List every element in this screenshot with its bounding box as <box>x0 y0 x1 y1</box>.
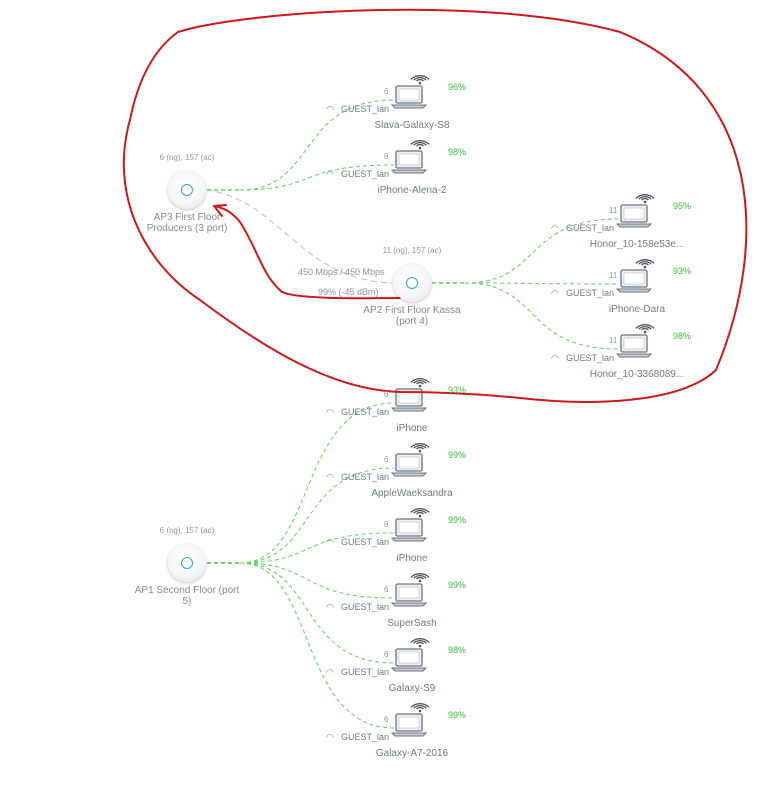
access-point-icon[interactable] <box>393 264 431 302</box>
laptop-wifi-icon[interactable] <box>390 508 430 542</box>
client-ssid-label: GUEST_lan <box>566 353 615 363</box>
client-name-label[interactable]: iPhone <box>396 423 428 434</box>
client-channel-label: 6 <box>384 585 389 594</box>
ap-channel-label: 11 (ng), 157 (ac) <box>382 246 442 255</box>
ssid-wifi-icon: ◠ <box>326 537 334 547</box>
ap-channel-label: 6 (ng), 157 (ac) <box>159 526 215 535</box>
client-channel-label: 6 <box>384 152 389 161</box>
client-ssid-label: GUEST_lan <box>341 104 390 114</box>
uplink-signal-label: 99% (-45 dBm) <box>318 287 379 297</box>
client-channel-label: 11 <box>609 336 618 345</box>
access-point-icon[interactable] <box>168 544 206 582</box>
client-link-line <box>464 218 620 284</box>
ap-name-label[interactable]: AP3 First Floor Producers (3 port) <box>146 212 228 234</box>
client-ssid-label: GUEST_lan <box>341 407 390 417</box>
client-signal-label: 99% <box>448 580 467 590</box>
client-ssid-label: GUEST_lan <box>341 169 390 179</box>
laptop-wifi-icon[interactable] <box>615 259 655 293</box>
client-channel-label: 6 <box>384 390 389 399</box>
ssid-wifi-icon: ◠ <box>551 353 559 363</box>
ap-channel-label: 6 (ng), 157 (ac) <box>159 153 215 162</box>
laptop-wifi-icon[interactable] <box>390 443 430 477</box>
annotation-arrowhead <box>213 204 227 217</box>
client-ssid-label: GUEST_lan <box>341 472 390 482</box>
client-channel-label: 6 <box>384 650 389 659</box>
laptop-wifi-icon[interactable] <box>390 638 430 672</box>
client-link-line <box>464 282 620 285</box>
client-channel-label: 6 <box>384 87 389 96</box>
client-link-line <box>239 532 395 564</box>
client-name-label[interactable]: Honor_10-158e53e... <box>589 239 685 250</box>
client-signal-label: 95% <box>673 201 692 211</box>
client-ssid-label: GUEST_lan <box>341 667 390 677</box>
client-ssid-label: GUEST_lan <box>341 537 390 547</box>
ssid-wifi-icon: ◠ <box>326 104 334 114</box>
client-name-label[interactable]: AppleWaeksandra <box>371 488 453 499</box>
client-channel-label: 11 <box>609 206 618 215</box>
ssid-wifi-icon: ◠ <box>551 288 559 298</box>
ssid-wifi-icon: ◠ <box>326 407 334 417</box>
client-link-line <box>239 562 395 729</box>
client-ssid-label: GUEST_lan <box>566 288 615 298</box>
ssid-wifi-icon: ◠ <box>326 667 334 677</box>
client-ssid-label: GUEST_lan <box>566 223 615 233</box>
laptop-wifi-icon[interactable] <box>390 75 430 109</box>
client-signal-label: 99% <box>448 515 467 525</box>
client-signal-label: 98% <box>448 147 467 157</box>
client-name-label[interactable]: Galaxy-A7-2016 <box>375 748 449 759</box>
ssid-wifi-icon: ◠ <box>326 732 334 742</box>
ssid-wifi-icon: ◠ <box>551 223 559 233</box>
client-name-label[interactable]: Slava-Galaxy-S8 <box>374 120 450 131</box>
laptop-wifi-icon[interactable] <box>390 703 430 737</box>
client-channel-label: 11 <box>609 271 618 280</box>
annotation-arrow <box>213 205 401 300</box>
client-link-line <box>239 562 395 664</box>
client-link-line <box>239 402 395 564</box>
laptop-wifi-icon[interactable] <box>615 324 655 358</box>
uplink-rate-label: 450 Mbps / 450 Mbps <box>298 267 385 277</box>
client-link-line <box>239 164 395 191</box>
client-name-label[interactable]: iPhone-Dara <box>608 304 666 315</box>
client-signal-label: 96% <box>448 82 467 92</box>
client-signal-label: 99% <box>448 450 467 460</box>
laptop-wifi-icon[interactable] <box>615 194 655 228</box>
annotation-circle <box>122 8 748 403</box>
ssid-wifi-icon: ◠ <box>326 472 334 482</box>
client-signal-label: 93% <box>673 266 692 276</box>
laptop-wifi-icon[interactable] <box>390 378 430 412</box>
ap-name-label[interactable]: AP1 Second Floor (port 5) <box>134 585 240 607</box>
client-signal-label: 99% <box>448 710 467 720</box>
client-channel-label: 6 <box>384 455 389 464</box>
client-signal-label: 98% <box>448 645 467 655</box>
client-channel-label: 6 <box>384 715 389 724</box>
client-name-label[interactable]: iPhone <box>396 553 428 564</box>
laptop-wifi-icon[interactable] <box>390 140 430 174</box>
client-name-label[interactable]: Galaxy-S9 <box>388 683 436 694</box>
ssid-wifi-icon: ◠ <box>326 169 334 179</box>
client-link-line <box>239 467 395 564</box>
client-name-label[interactable]: SuperSash <box>387 618 437 629</box>
ap-name-label[interactable]: AP2 First Floor Kassa (port 4) <box>363 305 461 327</box>
client-link-line <box>239 99 395 191</box>
client-link-line <box>464 282 620 350</box>
client-link-line <box>239 562 395 599</box>
access-point-icon[interactable] <box>168 171 206 209</box>
client-name-label[interactable]: iPhone-Alena-2 <box>377 185 447 196</box>
client-name-label[interactable]: Honor_10-3368089... <box>589 369 685 380</box>
laptop-wifi-icon[interactable] <box>390 573 430 607</box>
client-signal-label: 98% <box>673 331 692 341</box>
ssid-wifi-icon: ◠ <box>326 602 334 612</box>
client-ssid-label: GUEST_lan <box>341 732 390 742</box>
uplink-line <box>206 189 393 284</box>
client-signal-label: 93% <box>448 385 467 395</box>
client-ssid-label: GUEST_lan <box>341 602 390 612</box>
client-channel-label: 6 <box>384 520 389 529</box>
